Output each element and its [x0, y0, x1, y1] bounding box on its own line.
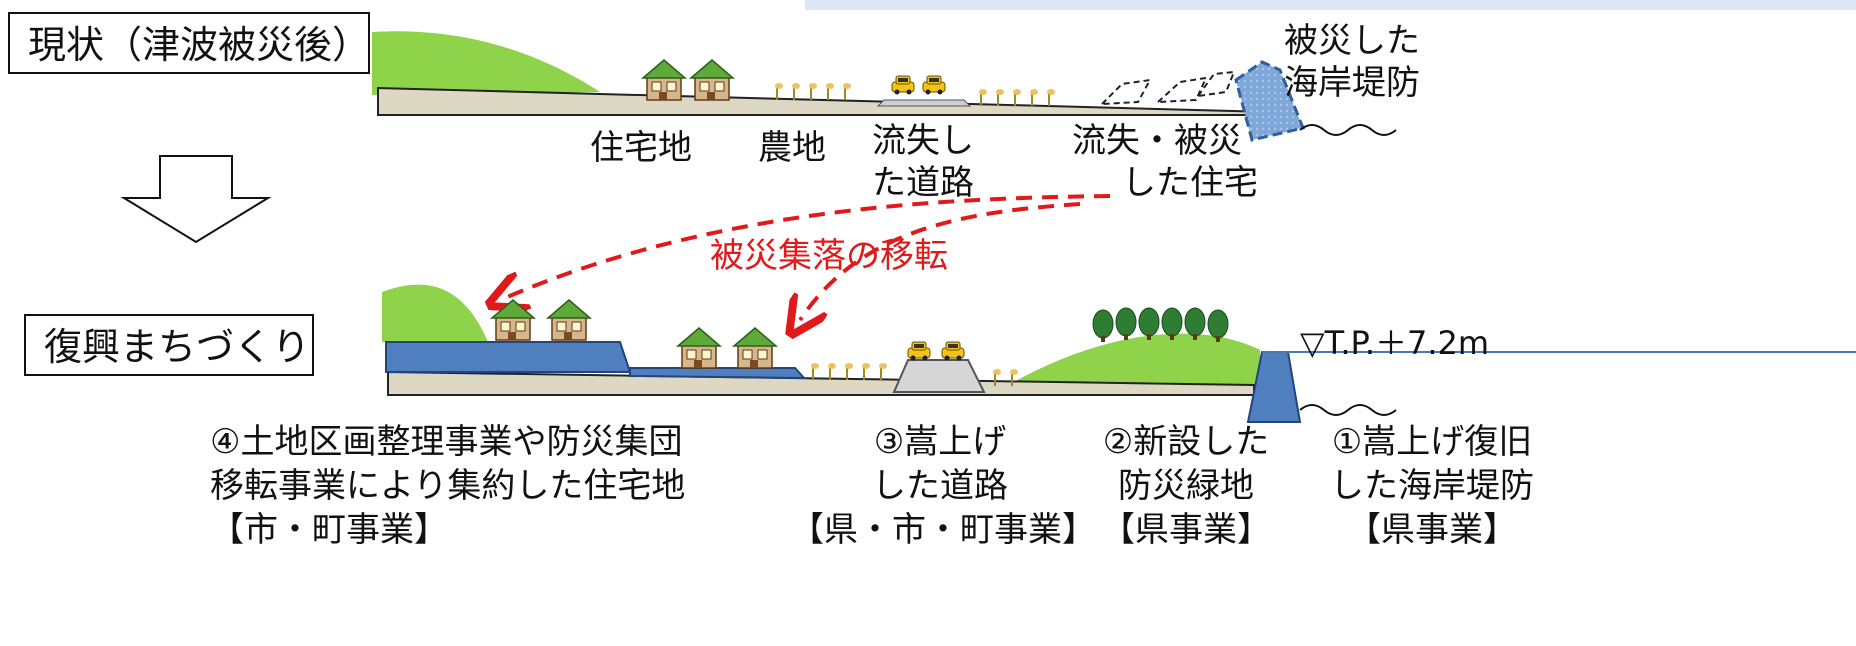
residential-platform-lower — [629, 367, 807, 380]
relocation-arrows — [505, 194, 1111, 320]
after-house — [677, 327, 721, 369]
after-hill-left — [382, 284, 488, 342]
before-sea-wave — [1299, 124, 1397, 136]
after-car — [907, 341, 931, 361]
label-item4: ④土地区画整理事業や防災集団 移転事業により集約した住宅地 【市・町事業】 — [210, 422, 686, 550]
washed-away-houses — [1099, 70, 1236, 106]
before-house — [642, 59, 686, 101]
label-residential: 住宅地 — [590, 128, 692, 168]
label-item3: ③嵩上げ した道路 【県・市・町事業】 — [790, 422, 1096, 550]
after-car — [941, 341, 965, 361]
before-title: 現状（津波被災後） — [8, 12, 370, 74]
top-band — [805, 0, 1856, 10]
before-hill — [372, 31, 600, 96]
before-section — [372, 31, 1397, 142]
raised-road — [892, 359, 986, 393]
disaster-prevention-green — [1000, 333, 1260, 392]
relocation-label: 被災集落の移転 — [710, 236, 948, 276]
after-section — [382, 284, 1856, 423]
before-car — [891, 75, 915, 95]
label-item1: ①嵩上げ復旧 した海岸堤防 【県事業】 — [1330, 422, 1534, 550]
before-road — [876, 99, 972, 107]
after-house — [733, 327, 777, 369]
before-house — [690, 59, 734, 101]
label-washed-houses: 流失・被災した住宅 — [1072, 121, 1258, 203]
damaged-seawall — [1234, 60, 1306, 142]
label-item2: ②新設した 防災緑地 【県事業】 — [1101, 422, 1271, 550]
down-arrow — [120, 155, 272, 244]
after-sea-wave — [1299, 404, 1397, 416]
label-damaged-seawall: 被災した海岸堤防 — [1284, 21, 1420, 103]
after-house — [491, 299, 535, 341]
label-washed-road: 流失した道路 — [872, 121, 974, 203]
after-house — [547, 299, 591, 341]
tp-level-label: ▽T.P.＋7.2m — [1300, 324, 1490, 362]
after-title: 復興まちづくり — [24, 314, 314, 376]
label-farmland: 農地 — [758, 128, 826, 168]
before-car — [922, 75, 946, 95]
raised-residential-platform — [385, 341, 632, 373]
